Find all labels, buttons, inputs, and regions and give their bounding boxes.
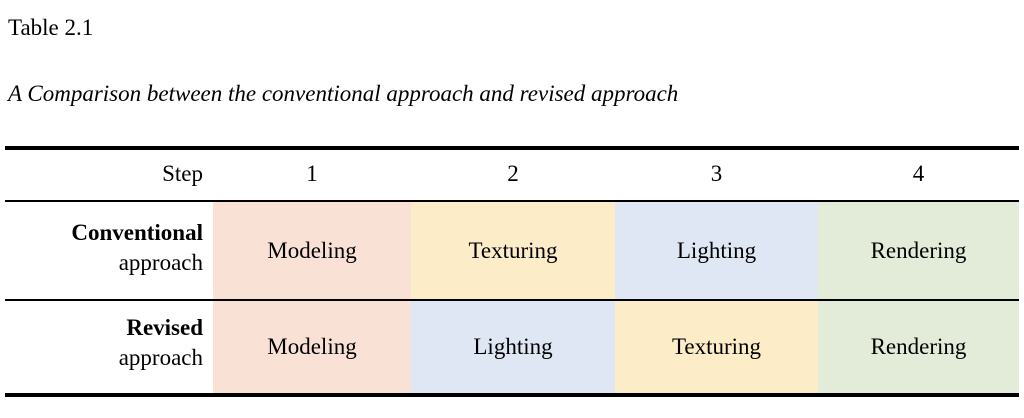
cell-background-r1c1: [213, 202, 411, 299]
table-cell-r1c4: Rendering: [870, 238, 967, 263]
row-header-revised: Revised approach: [13, 313, 203, 373]
table-cell-r1c1: Modeling: [267, 238, 357, 263]
table-cell-r1c2: Texturing: [468, 238, 558, 263]
column-header-1: 1: [306, 161, 318, 186]
cell-background-r2c2: [411, 301, 615, 393]
table-cell-r2c3: Texturing: [671, 334, 762, 359]
cell-background-r1c3: [615, 202, 818, 299]
row-header-conventional-lead: Conventional: [71, 220, 203, 245]
cell-background-r1c4: [818, 202, 1019, 299]
table-header-rule: [5, 200, 1019, 202]
table-bottom-rule: [5, 393, 1019, 397]
cell-background-r2c4: [818, 301, 1019, 393]
row-header-conventional-sub: approach: [118, 250, 203, 275]
table-caption: A Comparison between the conventional ap…: [8, 81, 679, 106]
table-cell-r1c3: Lighting: [676, 238, 757, 263]
column-header-2: 2: [507, 161, 519, 186]
row-header-revised-sub: approach: [118, 345, 203, 370]
table-top-rule: [5, 146, 1019, 150]
row-header-revised-lead: Revised: [126, 315, 203, 340]
table-cell-r2c2: Lighting: [473, 334, 553, 359]
column-header-4: 4: [912, 161, 925, 186]
table-row-divider-rule: [5, 299, 1019, 301]
table-number-label: Table 2.1: [8, 15, 94, 40]
table-corner-header: Step: [162, 161, 203, 186]
cell-background-r2c3: [615, 301, 818, 393]
cell-background-r2c1: [213, 301, 411, 393]
column-header-3: 3: [710, 161, 723, 186]
cell-background-r1c2: [411, 202, 615, 299]
row-header-conventional: Conventional approach: [13, 218, 203, 278]
table-cell-r2c1: Modeling: [267, 334, 357, 359]
table-cell-r2c4: Rendering: [870, 334, 967, 359]
